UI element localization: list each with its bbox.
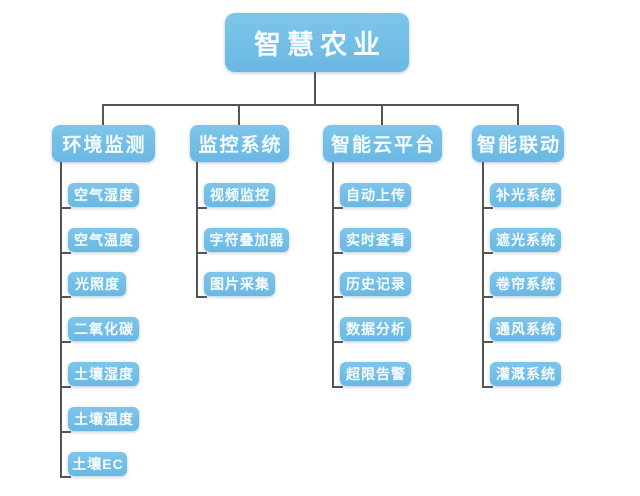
leaf-data-analysis: 数据分析 <box>340 317 411 341</box>
connector-trunk-branch-3 <box>332 162 334 387</box>
leaf-history-records: 历史记录 <box>340 272 411 296</box>
connector-stub-rolling-curtain <box>482 296 493 298</box>
connector-stub-soil-humidity <box>60 386 71 388</box>
branch-environment-monitoring: 环境监测 <box>52 125 155 162</box>
branch-monitoring-system: 监控系统 <box>190 125 289 162</box>
leaf-limit-alarm: 超限告警 <box>340 362 411 386</box>
connector-trunk-branch-4 <box>482 162 484 387</box>
leaf-light-intensity: 光照度 <box>68 272 126 296</box>
leaf-character-overlay: 字符叠加器 <box>204 228 289 252</box>
connector-stub-limit-alarm <box>332 386 343 388</box>
connector-stub-history-records <box>332 296 343 298</box>
connector-stub-ventilation <box>482 341 493 343</box>
leaf-auto-upload: 自动上传 <box>340 183 411 207</box>
connector-stub-air-humidity <box>60 207 71 209</box>
leaf-realtime-view: 实时查看 <box>340 228 411 252</box>
connector-drop-branch-4 <box>517 104 519 125</box>
connector-drop-branch-2 <box>238 104 240 125</box>
connector-stub-irrigation <box>482 386 493 388</box>
leaf-soil-ec: 土壤EC <box>68 452 127 476</box>
leaf-light-supplement-system: 补光系统 <box>490 183 561 207</box>
connector-stub-shading-system <box>482 252 493 254</box>
leaf-rolling-curtain-system: 卷帘系统 <box>490 272 561 296</box>
leaf-irrigation-system: 灌溉系统 <box>490 362 561 386</box>
connector-stub-soil-temperature <box>60 431 71 433</box>
connector-stub-character-overlay <box>196 252 207 254</box>
connector-stub-data-analysis <box>332 341 343 343</box>
connector-stub-air-temperature <box>60 252 71 254</box>
connector-stub-image-capture <box>196 296 207 298</box>
connector-trunk-branch-2 <box>196 162 198 297</box>
leaf-co2: 二氧化碳 <box>68 317 139 341</box>
connector-stub-auto-upload <box>332 207 343 209</box>
connector-distributor <box>102 104 517 106</box>
connector-stub-soil-ec <box>60 476 71 478</box>
leaf-ventilation-system: 通风系统 <box>490 317 561 341</box>
connector-stub-video-surveillance <box>196 207 207 209</box>
connector-stub-realtime-view <box>332 252 343 254</box>
connector-trunk-branch-1 <box>60 162 62 477</box>
connector-drop-branch-1 <box>102 104 104 125</box>
branch-smart-linkage: 智能联动 <box>472 125 564 162</box>
connector-stub-light-supplement <box>482 207 493 209</box>
connector-stub-co2 <box>60 341 71 343</box>
connector-drop-branch-3 <box>381 104 383 125</box>
leaf-image-capture: 图片采集 <box>204 272 275 296</box>
leaf-air-humidity: 空气湿度 <box>68 183 139 207</box>
leaf-soil-temperature: 土壤温度 <box>68 407 139 431</box>
connector-stub-light-intensity <box>60 296 71 298</box>
connector-root-stem <box>314 72 316 104</box>
leaf-video-surveillance: 视频监控 <box>204 183 275 207</box>
leaf-shading-system: 遮光系统 <box>490 228 561 252</box>
node-root-smart-agriculture: 智慧农业 <box>225 13 409 72</box>
leaf-soil-humidity: 土壤湿度 <box>68 362 139 386</box>
branch-smart-cloud-platform: 智能云平台 <box>323 125 442 162</box>
leaf-air-temperature: 空气温度 <box>68 228 139 252</box>
